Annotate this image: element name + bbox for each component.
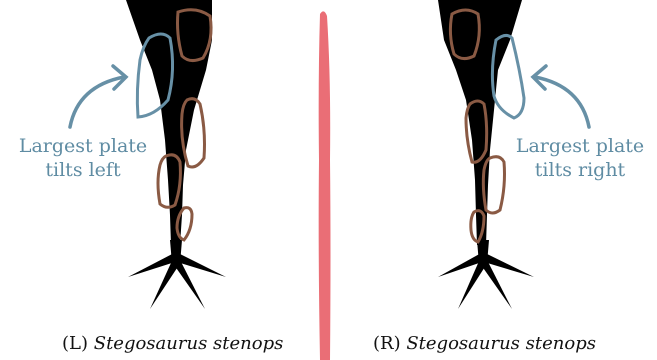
left-caption-prefix: (L) xyxy=(62,333,88,354)
left-caption-species: Stegosaurus stenops xyxy=(94,333,284,354)
right-caption-prefix: (R) xyxy=(373,333,401,354)
right-arrow-shaft xyxy=(535,77,589,127)
right-spike-root xyxy=(477,240,489,264)
left-spike-root xyxy=(170,240,182,264)
left-arrow-shaft xyxy=(70,77,124,127)
left-annotation-line-1: Largest plate xyxy=(8,134,158,158)
left-annotation-arrow xyxy=(70,66,126,127)
divider-brushstroke xyxy=(319,11,331,360)
right-annotation-line-1: Largest plate xyxy=(505,134,655,158)
left-thagomizer xyxy=(128,240,226,309)
right-annotation-arrow xyxy=(533,66,589,127)
left-annotation-label: Largest plate tilts left xyxy=(8,134,158,182)
right-annotation-label: Largest plate tilts right xyxy=(505,134,655,182)
right-annotation-line-2: tilts right xyxy=(505,158,655,182)
left-panel-caption: (L) Stegosaurus stenops xyxy=(62,333,283,354)
right-caption-species: Stegosaurus stenops xyxy=(406,333,596,354)
left-annotation-line-2: tilts left xyxy=(8,158,158,182)
right-thagomizer xyxy=(438,240,534,309)
right-panel-caption: (R) Stegosaurus stenops xyxy=(373,333,596,354)
